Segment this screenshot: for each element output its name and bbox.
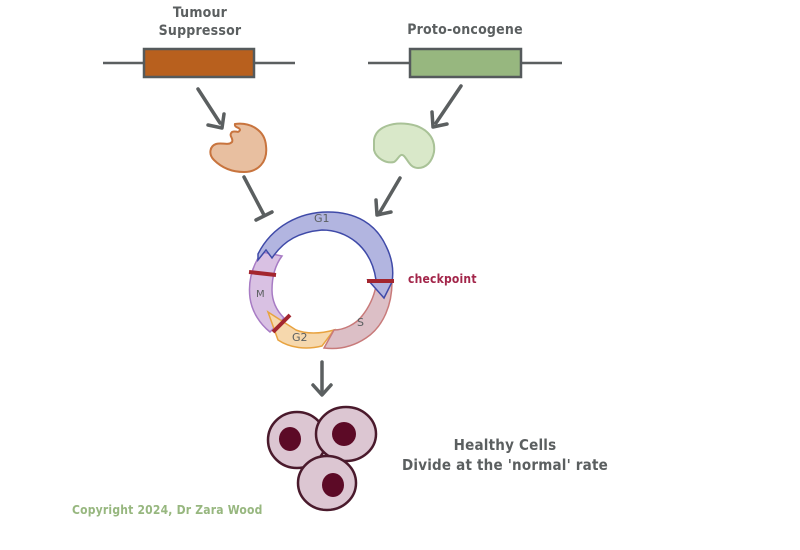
- phase-label-s: S: [357, 316, 364, 329]
- inhibition-arrow: [242, 175, 274, 222]
- tumour-suppressor-label: Tumour Suppressor: [150, 4, 250, 40]
- tumour-suppressor-label-line2: Suppressor: [158, 23, 242, 39]
- tumour-suppressor-label-line1: Tumour: [172, 5, 228, 21]
- arrow-to-cells: [311, 360, 333, 397]
- phase-label-g2: G2: [292, 331, 308, 344]
- phase-g2: [266, 310, 336, 349]
- cell-cycle: [248, 211, 394, 350]
- outcome-description: Divide at the 'normal' rate: [402, 456, 608, 474]
- outcome-label: Healthy Cells Divide at the 'normal' rat…: [390, 435, 620, 475]
- proto-oncogene-gene: [368, 47, 562, 79]
- proto-oncogene-protein: [373, 122, 436, 170]
- checkpoint-marker-m: [248, 270, 277, 277]
- phase-s: [322, 281, 393, 350]
- activation-arrow: [374, 176, 402, 217]
- checkpoint-label: checkpoint: [408, 272, 477, 286]
- proto-oncogene-label: Proto-oncogene: [407, 22, 523, 38]
- cell-nucleus: [322, 473, 344, 497]
- phase-label-m: M: [256, 289, 265, 300]
- checkpoint-marker-g2m: [271, 313, 292, 334]
- arrow-tumour-suppressor-to-protein: [196, 87, 226, 130]
- tumour-suppressor-gene: [103, 47, 295, 79]
- cell-nucleus: [279, 427, 301, 451]
- phase-g1: [257, 211, 394, 300]
- cell-nucleus: [332, 422, 356, 446]
- arrow-proto-oncogene-to-protein: [430, 84, 463, 129]
- phase-label-g1: G1: [314, 212, 330, 225]
- outcome-title: Healthy Cells: [453, 436, 557, 454]
- copyright-notice: Copyright 2024, Dr Zara Wood: [72, 503, 263, 517]
- tumour-suppressor-protein: [209, 122, 268, 174]
- healthy-cells: [266, 405, 378, 512]
